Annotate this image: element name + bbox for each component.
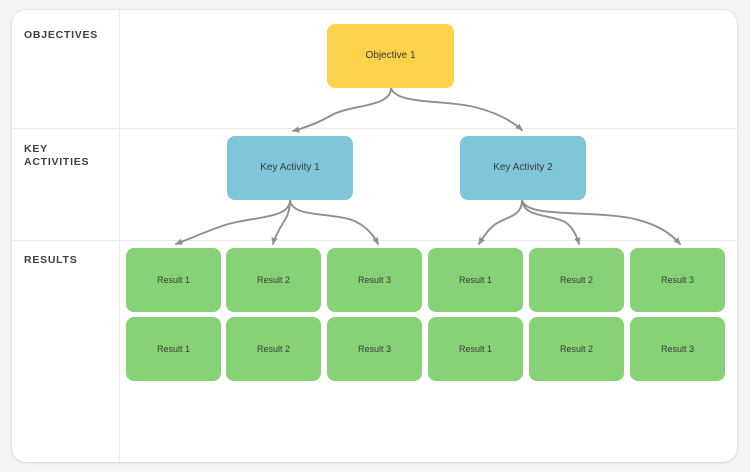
node-key-activity-1[interactable]: Key Activity 1 xyxy=(227,136,353,200)
node-result-r2-c4[interactable]: Result 1 xyxy=(428,317,523,381)
row-label-key-activities: KEY ACTIVITIES xyxy=(24,143,116,169)
node-result-r1-c6[interactable]: Result 3 xyxy=(630,248,725,312)
row-label-key-activities-line2: ACTIVITIES xyxy=(24,156,90,168)
row-divider-activities-results xyxy=(12,240,737,241)
node-result-r1-c1[interactable]: Result 1 xyxy=(126,248,221,312)
node-result-r2-c6[interactable]: Result 3 xyxy=(630,317,725,381)
row-label-key-activities-line1: KEY xyxy=(24,143,48,155)
node-objective-1[interactable]: Objective 1 xyxy=(327,24,454,88)
row-divider-objectives-activities xyxy=(12,128,737,129)
node-result-r1-c4[interactable]: Result 1 xyxy=(428,248,523,312)
node-result-r2-c5[interactable]: Result 2 xyxy=(529,317,624,381)
node-result-r1-c5[interactable]: Result 2 xyxy=(529,248,624,312)
node-result-r2-c3[interactable]: Result 3 xyxy=(327,317,422,381)
node-result-r2-c2[interactable]: Result 2 xyxy=(226,317,321,381)
node-result-r2-c1[interactable]: Result 1 xyxy=(126,317,221,381)
node-key-activity-2[interactable]: Key Activity 2 xyxy=(460,136,586,200)
row-label-results: RESULTS xyxy=(24,254,78,266)
node-result-r1-c2[interactable]: Result 2 xyxy=(226,248,321,312)
node-result-r1-c3[interactable]: Result 3 xyxy=(327,248,422,312)
row-label-objectives: OBJECTIVES xyxy=(24,29,99,41)
label-column-divider xyxy=(119,10,120,462)
